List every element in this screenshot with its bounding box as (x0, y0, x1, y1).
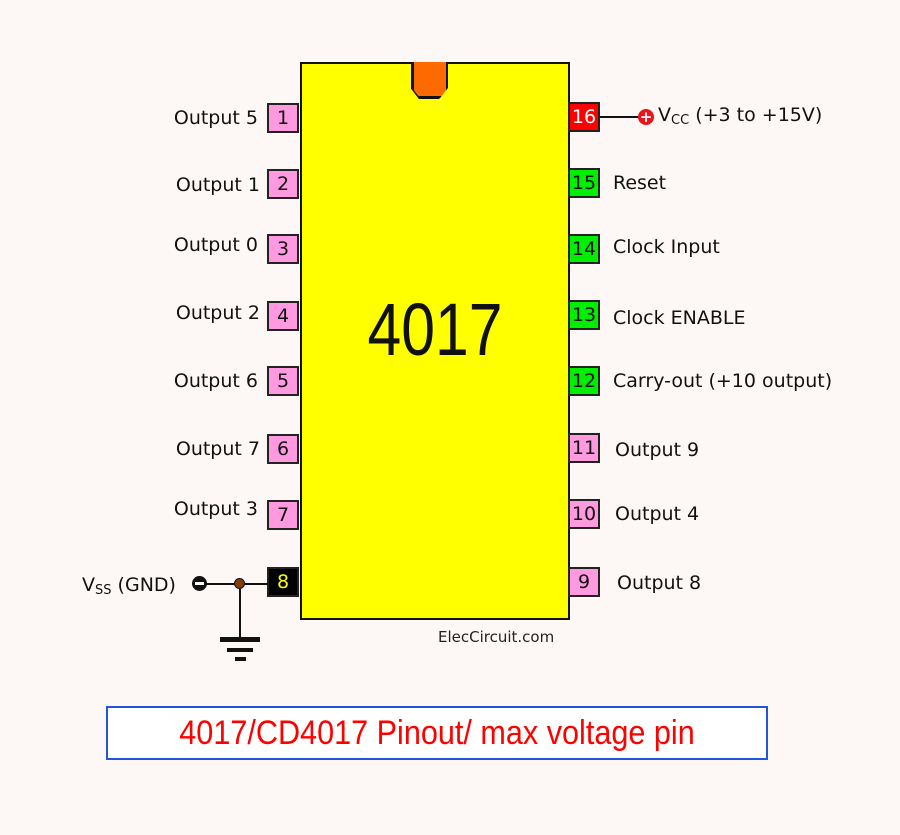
pin-14: 14 (568, 234, 600, 264)
pin-5: 5 (267, 366, 299, 396)
vcc-label: VCC (+3 to +15V) (658, 104, 822, 132)
pin-14-label: Clock Input (613, 236, 720, 258)
pin-4-label: Output 2 (175, 302, 260, 324)
vcc-wire (600, 116, 640, 118)
ic-part-number: 4017 (367, 288, 503, 371)
pin-8: 8 (267, 567, 299, 597)
pin-12-label: Carry-out (+10 output) (613, 370, 833, 392)
pin-7-label: Output 3 (173, 498, 258, 520)
pin-1-label: Output 5 (173, 107, 258, 129)
vss-label: VSS (GND) (82, 574, 176, 602)
pin-16: 16 (568, 102, 600, 132)
pin-2: 2 (267, 169, 299, 199)
title-box (106, 706, 768, 760)
pin-3: 3 (267, 234, 299, 264)
pin-5-label: Output 6 (173, 370, 258, 392)
pin-10-label: Output 4 (615, 503, 700, 525)
pin-6-label: Output 7 (175, 438, 260, 460)
vcc-plus-icon: + (638, 107, 654, 126)
vss-minus-icon (192, 576, 207, 591)
pin-12: 12 (568, 366, 600, 396)
vss-label-main: V (82, 574, 95, 596)
pin-3-label: Output 0 (173, 234, 258, 256)
pin-15-label: Reset (613, 172, 667, 194)
vcc-range: (+3 to +15V) (689, 104, 823, 126)
vcc-label-sub: CC (671, 113, 690, 128)
pin-13: 13 (568, 300, 600, 330)
pin-6: 6 (267, 434, 299, 464)
pin-9: 9 (568, 567, 600, 597)
ic-body (300, 62, 570, 620)
pin-15: 15 (568, 168, 600, 198)
pin-13-label: Clock ENABLE (613, 307, 746, 329)
pin-11-label: Output 9 (615, 439, 700, 461)
ic-notch (412, 62, 448, 98)
ground-icon-bar-2 (227, 648, 253, 652)
pin-11: 11 (568, 433, 600, 463)
ground-icon-bar-3 (235, 657, 246, 661)
vss-label-sub: SS (95, 583, 112, 598)
watermark: ElecCircuit.com (438, 628, 555, 646)
pin-4: 4 (267, 301, 299, 331)
pin-1: 1 (267, 103, 299, 133)
diagram-title: 4017/CD4017 Pinout/ max voltage pin (179, 713, 695, 752)
pin-10: 10 (568, 499, 600, 529)
junction-dot (234, 578, 245, 589)
pin-9-label: Output 8 (617, 572, 702, 594)
pin-2-label: Output 1 (175, 174, 260, 196)
ground-icon-bar-1 (220, 637, 260, 642)
pin-7: 7 (267, 500, 299, 530)
vss-suffix: (GND) (111, 574, 176, 596)
ground-wire (239, 589, 241, 637)
vcc-label-main: V (658, 104, 671, 126)
